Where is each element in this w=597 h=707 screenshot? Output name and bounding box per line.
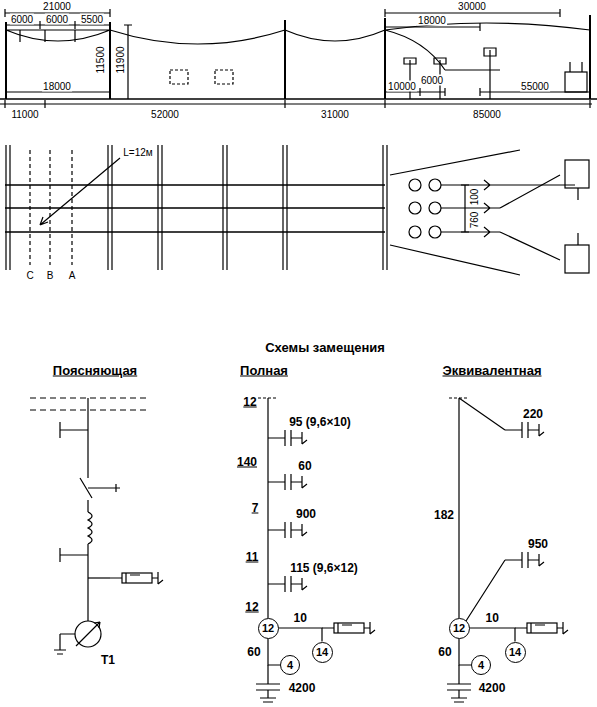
dimension-label: 11	[245, 551, 260, 564]
node-number: 12	[453, 622, 465, 634]
wire	[279, 628, 323, 642]
node-circle: 12	[449, 618, 470, 639]
dimension-label: 4200	[288, 682, 317, 695]
dimension-label: Поясняющая	[52, 363, 138, 378]
dimension-label: 140	[236, 456, 258, 469]
dimension-label: 12	[244, 601, 259, 614]
dimension-label: 30000	[457, 1, 487, 12]
dimension-label: 11900	[115, 45, 126, 74]
dimension-label: 12	[242, 396, 257, 409]
dimension-label: 18000	[42, 81, 72, 92]
edge-label: 60	[246, 645, 261, 658]
edge-label: 10	[293, 612, 308, 625]
dimension-label: 18000	[417, 15, 447, 26]
node-number: 14	[509, 646, 521, 658]
dimension-label: 95 (9,6×10)	[288, 416, 352, 429]
dimension-label: 60	[297, 460, 312, 473]
node-number: 4	[287, 659, 293, 671]
dimension-label: B	[46, 270, 55, 281]
dimension-label: T1	[100, 654, 116, 667]
dimension-label: Схемы замещения	[264, 340, 386, 355]
dimension-label: 10000	[387, 81, 417, 92]
dimension-label: 6000	[10, 14, 34, 25]
wire	[470, 628, 516, 642]
node-circle: 14	[312, 642, 333, 663]
dimension-label: 100	[469, 188, 480, 207]
dimension-label: 21000	[42, 1, 72, 12]
dimension-label: 950	[527, 538, 549, 551]
dimension-label: 6000	[45, 14, 69, 25]
edge-label: 60	[437, 645, 452, 658]
dimension-label: 5500	[80, 14, 104, 25]
dimension-label: A	[68, 270, 77, 281]
node-number: 14	[316, 646, 328, 658]
dimension-label: 55000	[520, 81, 550, 92]
wire	[268, 639, 280, 666]
dimension-label: 85000	[472, 109, 502, 120]
dimension-label: 31000	[320, 109, 350, 120]
wire	[459, 639, 471, 666]
node-circle: 12	[258, 618, 279, 639]
node-number: 4	[478, 659, 484, 671]
dimension-label: 11500	[95, 45, 106, 74]
dimension-label: 4200	[478, 682, 507, 695]
dimension-label: 7	[251, 502, 260, 515]
node-circle: 14	[505, 642, 526, 663]
dimension-label: 220	[522, 408, 544, 421]
dimension-label: 6000	[420, 75, 444, 86]
dimension-label: 900	[295, 508, 317, 521]
dimension-label: 182	[433, 509, 455, 522]
dimension-label: Эквивалентная	[442, 363, 543, 378]
node-circle: 4	[280, 655, 300, 675]
dimension-label: Полная	[239, 363, 289, 378]
dimension-label: C	[25, 270, 34, 281]
dimension-label: 52000	[150, 109, 180, 120]
node-number: 12	[262, 622, 274, 634]
dimension-label: 115 (9,6×12)	[289, 562, 359, 575]
node-circle: 4	[471, 655, 491, 675]
edge-label: 10	[485, 612, 500, 625]
dimension-label: 760	[469, 211, 480, 230]
dimension-label: 11000	[10, 109, 39, 120]
dimension-label: L=12м	[122, 147, 153, 158]
